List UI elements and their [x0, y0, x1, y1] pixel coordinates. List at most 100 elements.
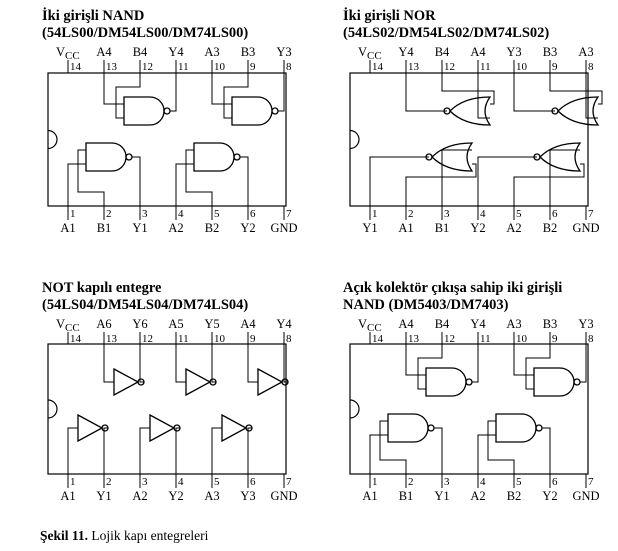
- top-pin-label: Y5: [204, 317, 219, 331]
- gate-wire: [139, 427, 150, 474]
- top-pin-label: Y3: [276, 45, 291, 59]
- nand-gate-4-body: [123, 96, 165, 126]
- nand-gate-1-bubble: [427, 424, 435, 432]
- top-pin-number: 10: [516, 61, 528, 73]
- ic-package-body: [349, 343, 589, 475]
- gate-wire: [580, 344, 587, 383]
- bottom-pin-number: 7: [286, 208, 292, 220]
- top-pin-number: 13: [408, 333, 420, 345]
- top-pin-number: 8: [286, 61, 292, 73]
- gate-wire: [434, 427, 443, 474]
- gate-wire: [369, 156, 429, 206]
- gate-wire: [405, 163, 477, 206]
- nand-gate-3-bubble: [271, 107, 279, 115]
- not-gate-lower-body: [149, 413, 176, 443]
- figure-caption-label: Şekil 11.: [40, 528, 88, 543]
- figure-caption-text: Lojik kapı entegreleri: [88, 528, 209, 543]
- ic-package-body: [47, 343, 287, 475]
- top-pin-number: 13: [106, 333, 118, 345]
- bottom-pin-label: Y2: [168, 489, 183, 503]
- top-pin-label: Y4: [398, 45, 414, 59]
- gate-wire: [441, 73, 495, 105]
- gate-wire: [67, 427, 78, 474]
- gate-wire: [472, 344, 479, 383]
- nand-gate-1-body: [85, 142, 127, 172]
- nand-gate-4-bubble: [163, 107, 171, 115]
- top-pin-number: 14: [372, 61, 384, 73]
- bottom-pin-number: 1: [372, 476, 378, 488]
- gate-wire: [549, 149, 580, 206]
- top-pin-label: A3: [506, 317, 521, 331]
- bottom-pin-label: Y2: [470, 221, 485, 235]
- top-pin-number: 11: [480, 333, 491, 345]
- nand-gate-4-bubble: [465, 378, 473, 386]
- vcc-subscript: CC: [367, 322, 382, 334]
- nand-gate-2-body: [495, 413, 537, 443]
- gate-wire: [477, 434, 496, 474]
- bottom-pin-number: 6: [250, 208, 256, 220]
- top-pin-label: B3: [543, 317, 558, 331]
- nand-gate-2-bubble: [233, 153, 241, 161]
- bottom-pin-number: 2: [408, 476, 414, 488]
- top-pin-number: 11: [178, 61, 189, 73]
- top-pin-label: V: [56, 45, 65, 59]
- bottom-pin-number: 5: [214, 208, 220, 220]
- gate-wire: [247, 344, 258, 383]
- ic-orientation-notch: [47, 399, 58, 419]
- vcc-subscript: CC: [65, 322, 80, 334]
- bottom-pin-label: GND: [572, 221, 599, 235]
- bottom-pin-label: A2: [168, 221, 183, 235]
- nand-gate-4-body: [425, 367, 467, 397]
- gate-wire: [103, 344, 114, 383]
- gate-wire: [369, 434, 388, 474]
- bottom-pin-label: B1: [399, 489, 414, 503]
- top-pin-label: A4: [240, 317, 256, 331]
- not-gate-upper-body: [113, 367, 140, 397]
- ic-panel-nand: İki girişli NAND(54LS00/DM54LS00/DM74LS0…: [42, 7, 298, 235]
- bottom-pin-number: 5: [516, 476, 522, 488]
- top-pin-label: B4: [435, 45, 450, 59]
- gate-wire: [185, 149, 213, 206]
- gate-wire: [77, 149, 105, 206]
- gate-wire: [170, 73, 177, 112]
- top-pin-number: 9: [552, 61, 558, 73]
- top-pin-label: A3: [578, 45, 593, 59]
- top-pin-label: Y6: [132, 317, 147, 331]
- vcc-subscript: CC: [367, 50, 382, 62]
- top-pin-number: 8: [588, 333, 594, 345]
- gate-wire: [132, 156, 141, 206]
- ic-orientation-notch: [349, 399, 360, 419]
- gate-wire: [211, 344, 216, 383]
- bottom-pin-number: 2: [408, 208, 414, 220]
- top-pin-label: Y4: [470, 317, 486, 331]
- gate-wire: [67, 163, 86, 206]
- gate-wire: [405, 73, 447, 112]
- bottom-pin-number: 6: [250, 476, 256, 488]
- bottom-pin-label: A1: [60, 221, 75, 235]
- bottom-pin-number: 6: [552, 208, 558, 220]
- top-pin-number: 12: [444, 61, 455, 73]
- ic-orientation-notch: [47, 129, 58, 150]
- bottom-pin-number: 2: [106, 476, 112, 488]
- bottom-pin-number: 7: [588, 476, 594, 488]
- bottom-pin-label: A2: [470, 489, 485, 503]
- gate-wire: [211, 427, 222, 474]
- gate-wire: [139, 344, 144, 383]
- gate-wire: [477, 73, 490, 119]
- top-pin-label: A4: [470, 45, 486, 59]
- bottom-pin-label: B2: [205, 221, 220, 235]
- gate-wire: [513, 163, 585, 206]
- gate-wire: [513, 73, 555, 112]
- bottom-pin-number: 7: [588, 208, 594, 220]
- bottom-pin-number: 5: [516, 208, 522, 220]
- top-pin-number: 10: [516, 333, 528, 345]
- bottom-pin-number: 3: [142, 208, 148, 220]
- bottom-pin-number: 7: [286, 476, 292, 488]
- gate-wire: [103, 73, 124, 105]
- ic-panel-not: NOT kapılı entegre(54LS04/DM54LS04/DM74L…: [42, 280, 298, 503]
- not-gate-lower-body: [77, 413, 104, 443]
- gate-wire: [278, 73, 285, 112]
- top-pin-label: B3: [543, 45, 558, 59]
- bottom-pin-label: GND: [270, 221, 297, 235]
